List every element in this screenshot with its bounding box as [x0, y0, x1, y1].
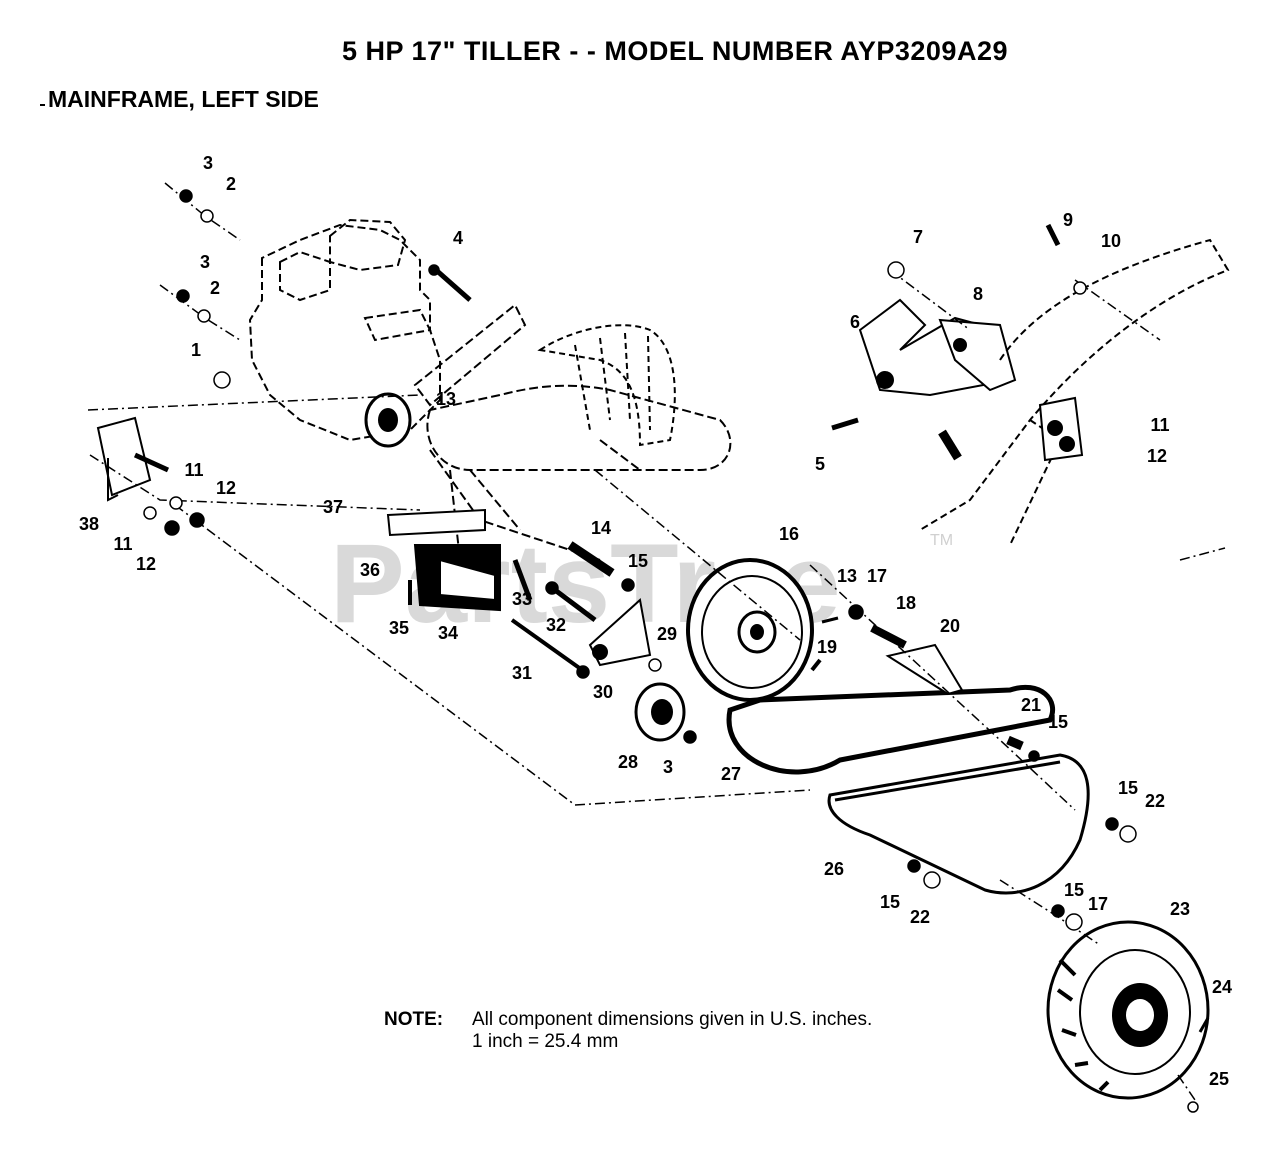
note-line-2: 1 inch = 25.4 mm — [472, 1031, 619, 1052]
part-callout-28: 28 — [618, 752, 638, 772]
part-callout-16: 16 — [779, 524, 799, 544]
part-callout-31: 31 — [512, 663, 532, 683]
watermark-trademark: TM — [930, 532, 953, 549]
part-callout-3: 3 — [203, 153, 213, 173]
belt-guard-26 — [827, 753, 1090, 895]
tine-pulley-16 — [686, 558, 814, 702]
idler-pulley-28 — [634, 682, 686, 742]
diagram-title: 5 HP 17" TILLER - - MODEL NUMBER AYP3209… — [342, 36, 1008, 66]
part-callout-37: 37 — [323, 497, 343, 517]
lower-bracket-34-36 — [386, 508, 501, 612]
part-callout-10: 10 — [1101, 231, 1121, 251]
part-callout-15: 15 — [1118, 778, 1138, 798]
part-callout-27: 27 — [721, 764, 741, 784]
note-line-1: All component dimensions given in U.S. i… — [472, 1009, 873, 1030]
subtitle-dash — [40, 104, 45, 106]
section-subtitle-text: MAINFRAME, LEFT SIDE — [48, 86, 319, 112]
part-callout-22: 22 — [1145, 791, 1165, 811]
part-callout-2: 2 — [226, 174, 236, 194]
part-callout-24: 24 — [1212, 977, 1232, 997]
part-callout-18: 18 — [896, 593, 916, 613]
part-callout-33: 33 — [512, 589, 532, 609]
idler-arm-30 — [588, 598, 652, 667]
part-callout-32: 32 — [546, 615, 566, 635]
leader-lines — [87, 182, 1226, 1101]
part-callout-35: 35 — [389, 618, 409, 638]
right-clamp-11-12 — [1038, 396, 1084, 462]
part-callout-36: 36 — [360, 560, 380, 580]
part-callout-11: 11 — [184, 460, 203, 480]
part-callout-38: 38 — [79, 514, 99, 534]
engine-assembly — [248, 218, 441, 442]
part-callout-12: 12 — [1147, 446, 1167, 466]
part-callout-15: 15 — [1048, 712, 1068, 732]
drive-belt-27 — [726, 684, 1056, 775]
handle-bracket-assembly — [858, 298, 1017, 397]
section-subtitle: MAINFRAME, LEFT SIDE — [40, 86, 319, 113]
part-callout-7: 7 — [913, 227, 923, 247]
part-callout-12: 12 — [216, 478, 236, 498]
part-callout-9: 9 — [1063, 210, 1073, 230]
part-callout-26: 26 — [824, 859, 844, 879]
part-callout-17: 17 — [1088, 894, 1108, 914]
part-callout-25: 25 — [1209, 1069, 1229, 1089]
part-callout-21: 21 — [1021, 695, 1041, 715]
belt-guide-20 — [885, 643, 964, 696]
part-callout-19: 19 — [817, 637, 837, 657]
part-callout-29: 29 — [657, 624, 677, 644]
part-callout-17: 17 — [867, 566, 887, 586]
part-callout-34: 34 — [438, 623, 458, 643]
left-bracket-38 — [96, 416, 152, 502]
part-callout-4: 4 — [453, 228, 463, 248]
tine-shield — [537, 324, 676, 447]
hub-pulley-37 — [364, 392, 412, 448]
part-callout-15: 15 — [880, 892, 900, 912]
part-callout-13: 13 — [436, 389, 456, 409]
part-callout-3: 3 — [200, 252, 210, 272]
part-callout-2: 2 — [210, 278, 220, 298]
hardware-fasteners — [133, 189, 1210, 1113]
part-callout-11: 11 — [1150, 415, 1169, 435]
part-callout-22: 22 — [910, 907, 930, 927]
part-callout-8: 8 — [973, 284, 983, 304]
part-callout-14: 14 — [591, 518, 611, 538]
part-callout-6: 6 — [850, 312, 860, 332]
wheel-23 — [1046, 920, 1210, 1100]
part-callout-20: 20 — [940, 616, 960, 636]
part-callout-5: 5 — [815, 454, 825, 474]
part-callout-1: 1 — [191, 340, 201, 360]
part-callout-13: 13 — [837, 566, 857, 586]
note-label: NOTE: — [384, 1009, 444, 1030]
part-callout-12: 12 — [136, 554, 156, 574]
part-callout-23: 23 — [1170, 899, 1190, 919]
part-callout-11: 11 — [113, 534, 132, 554]
part-callout-30: 30 — [593, 682, 613, 702]
part-callout-15: 15 — [1064, 880, 1084, 900]
part-callout-15: 15 — [628, 551, 648, 571]
part-callout-3: 3 — [663, 757, 673, 777]
